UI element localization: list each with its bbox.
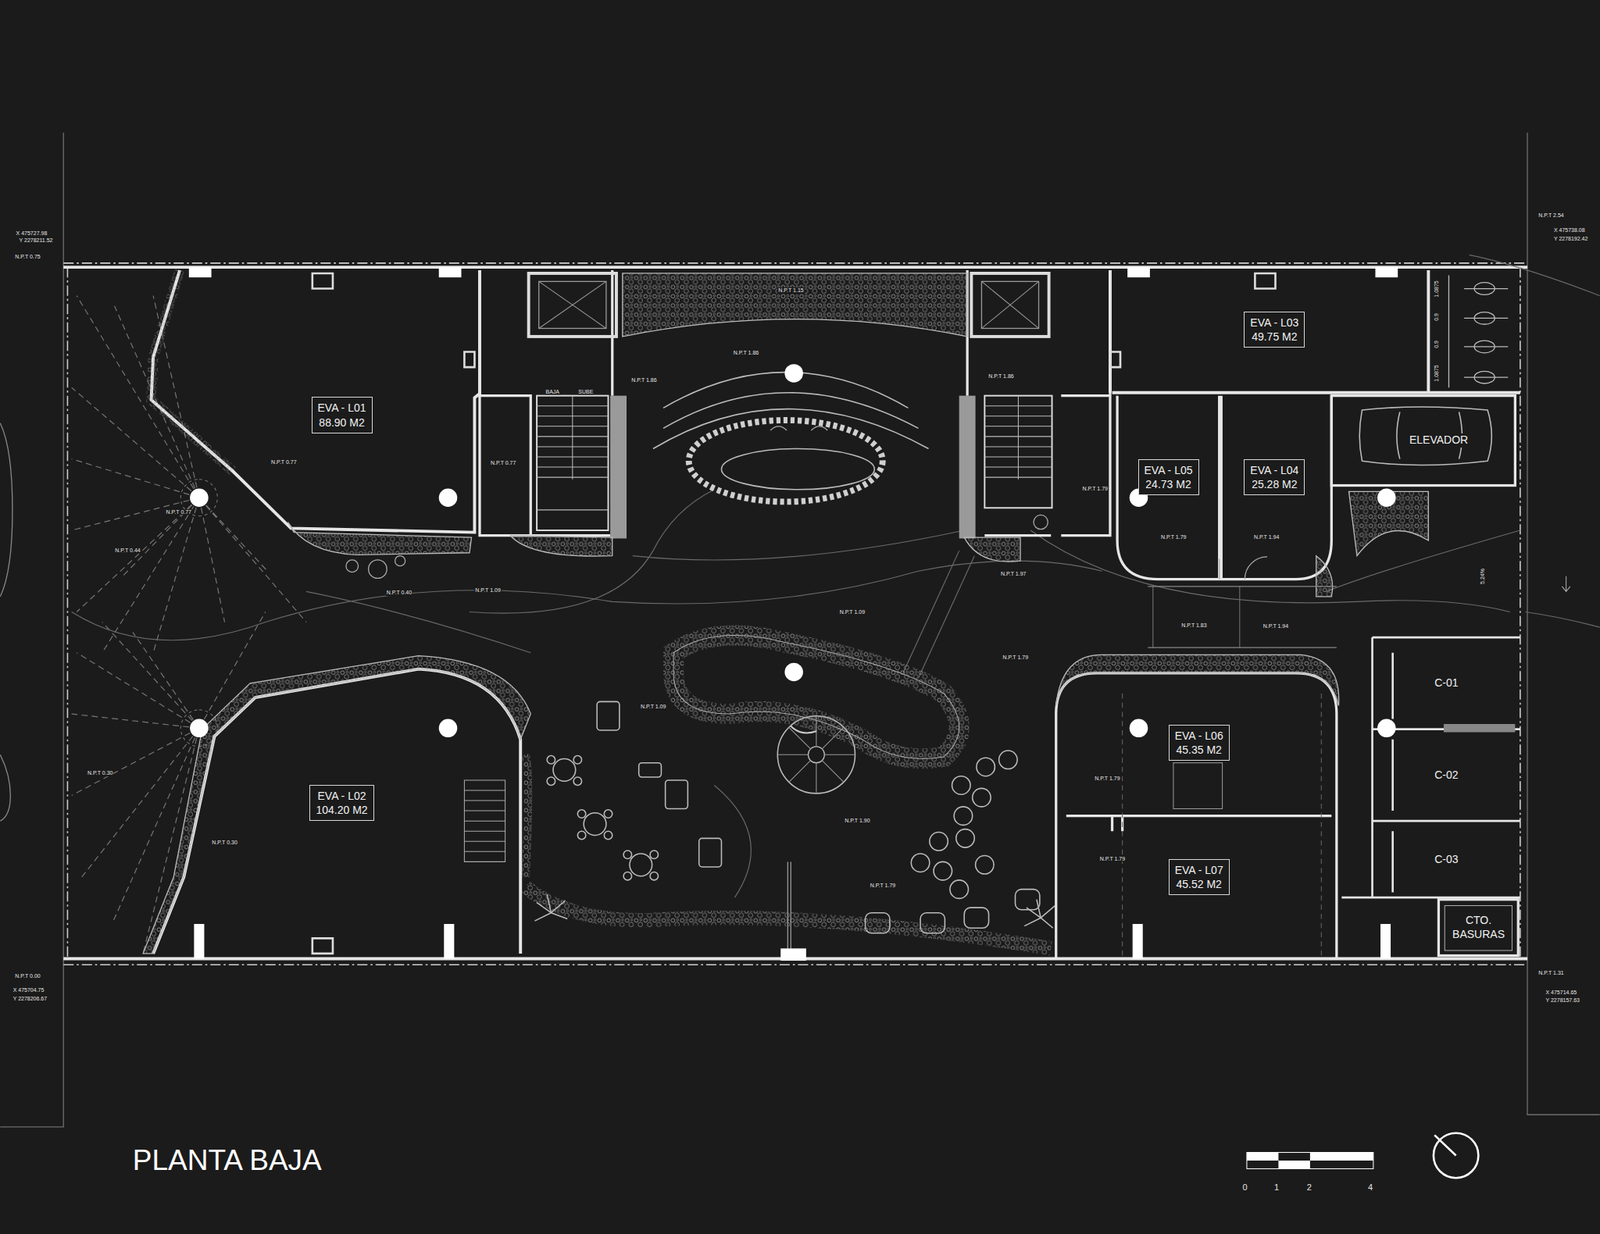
scale-number: 1	[1273, 1182, 1280, 1193]
level-label: Y 2278211.52	[18, 237, 54, 244]
unit-area: 88.90 M2	[317, 415, 367, 430]
level-label: N.P.T 1.31	[1537, 970, 1565, 977]
unit-area: 45.35 M2	[1175, 742, 1224, 758]
dimension-text: 1.0875	[1433, 279, 1440, 298]
level-label: N.P.T 0.77	[489, 460, 517, 467]
level-label: N.P.T 0.30	[86, 770, 114, 777]
level-label: Y 2278206.67	[12, 996, 48, 1003]
unit-name: EVA - L06	[1175, 728, 1224, 743]
level-label: Y 2278192.42	[1553, 235, 1589, 243]
area-label-box: EVA - L0524.73 M2	[1138, 459, 1200, 496]
level-label: X 475727.98	[15, 230, 49, 237]
area-label-box: EVA - L0349.75 M2	[1243, 311, 1305, 348]
level-label: N.P.T 1.79	[1099, 856, 1126, 863]
level-label: N.P.T 1.09	[639, 703, 667, 711]
level-label: N.P.T 0.44	[114, 547, 141, 554]
level-label: X 475714.65	[1544, 989, 1578, 997]
dimension-text: 5.24%	[1479, 567, 1486, 586]
room-label: ELEVADOR	[1331, 396, 1515, 486]
level-label: N.P.T 1.94	[1262, 623, 1290, 630]
dimension-text: 0.9	[1433, 340, 1440, 350]
level-label: N.P.T 1.86	[987, 373, 1015, 380]
level-label: N.P.T 1.94	[1253, 534, 1280, 541]
room-label: C-01	[1372, 637, 1521, 730]
unit-name: EVA - L07	[1175, 863, 1224, 878]
scale-number: 0	[1241, 1182, 1248, 1193]
area-label-box: EVA - L02104.20 M2	[309, 785, 374, 822]
area-label-box: EVA - L0188.90 M2	[311, 396, 373, 433]
unit-name: EVA - L02	[315, 789, 368, 804]
level-label: N.P.T 1.90	[843, 818, 871, 825]
scale-number: 2	[1306, 1182, 1313, 1193]
unit-area: 45.52 M2	[1175, 877, 1224, 892]
level-label: N.P.T 1.15	[777, 287, 804, 294]
level-label: N.P.T 0.30	[210, 839, 238, 847]
area-label-box: EVA - L0425.28 M2	[1243, 459, 1305, 496]
area-label-box: EVA - L0645.35 M2	[1168, 725, 1230, 761]
unit-area: 24.73 M2	[1144, 477, 1193, 492]
level-label: N.P.T 0.75	[14, 253, 41, 261]
scale-number: 4	[1367, 1182, 1374, 1193]
room-name: C-03	[1432, 853, 1460, 868]
level-label: N.P.T 0.77	[165, 509, 193, 516]
dimension-text: 0.9	[1433, 312, 1440, 322]
level-label: N.P.T 1.79	[1002, 655, 1029, 662]
level-label: N.P.T 0.40	[385, 589, 413, 597]
dimension-text: 1.0875	[1433, 364, 1440, 383]
level-label: X 475738.08	[1553, 227, 1586, 234]
level-label: Y 2278157.63	[1544, 997, 1580, 1004]
room-name: CTO. BASURAS	[1450, 914, 1508, 942]
level-label: N.P.T 1.83	[1180, 622, 1208, 629]
level-label: N.P.T 0.77	[270, 459, 297, 466]
room-name: C-01	[1432, 676, 1460, 691]
level-label: N.P.T 1.86	[732, 350, 760, 357]
level-label: N.P.T 1.79	[1160, 534, 1187, 541]
unit-name: EVA - L01	[317, 400, 367, 415]
unit-name: EVA - L04	[1250, 463, 1299, 478]
unit-area: 104.20 M2	[315, 803, 368, 818]
level-label: X 475704.75	[12, 987, 46, 994]
level-label: N.P.T 2.54	[1537, 212, 1565, 219]
unit-area: 49.75 M2	[1250, 329, 1299, 344]
level-label: BAJA	[544, 389, 561, 396]
room-label: C-03	[1372, 821, 1521, 898]
unit-name: EVA - L05	[1144, 463, 1193, 478]
level-label: N.P.T 0.00	[14, 973, 41, 980]
level-label: N.P.T 1.79	[1081, 485, 1108, 493]
drawing-title: PLANTA BAJA	[132, 1145, 322, 1178]
level-label: N.P.T 1.86	[630, 377, 658, 384]
unit-area: 25.28 M2	[1250, 477, 1299, 492]
level-label: N.P.T 1.79	[869, 882, 897, 890]
level-label: N.P.T 1.09	[839, 609, 866, 616]
level-label: N.P.T 1.79	[1093, 775, 1121, 783]
room-name: ELEVADOR	[1407, 433, 1470, 448]
level-label: N.P.T 1.09	[474, 587, 501, 594]
level-label: SUBE	[577, 389, 594, 396]
room-label: CTO. BASURAS	[1439, 900, 1519, 957]
area-label-box: EVA - L0745.52 M2	[1168, 859, 1230, 896]
room-label: C-02	[1372, 729, 1521, 822]
unit-name: EVA - L03	[1250, 315, 1299, 330]
room-name: C-02	[1432, 768, 1460, 783]
level-label: N.P.T 1.97	[1000, 571, 1027, 579]
